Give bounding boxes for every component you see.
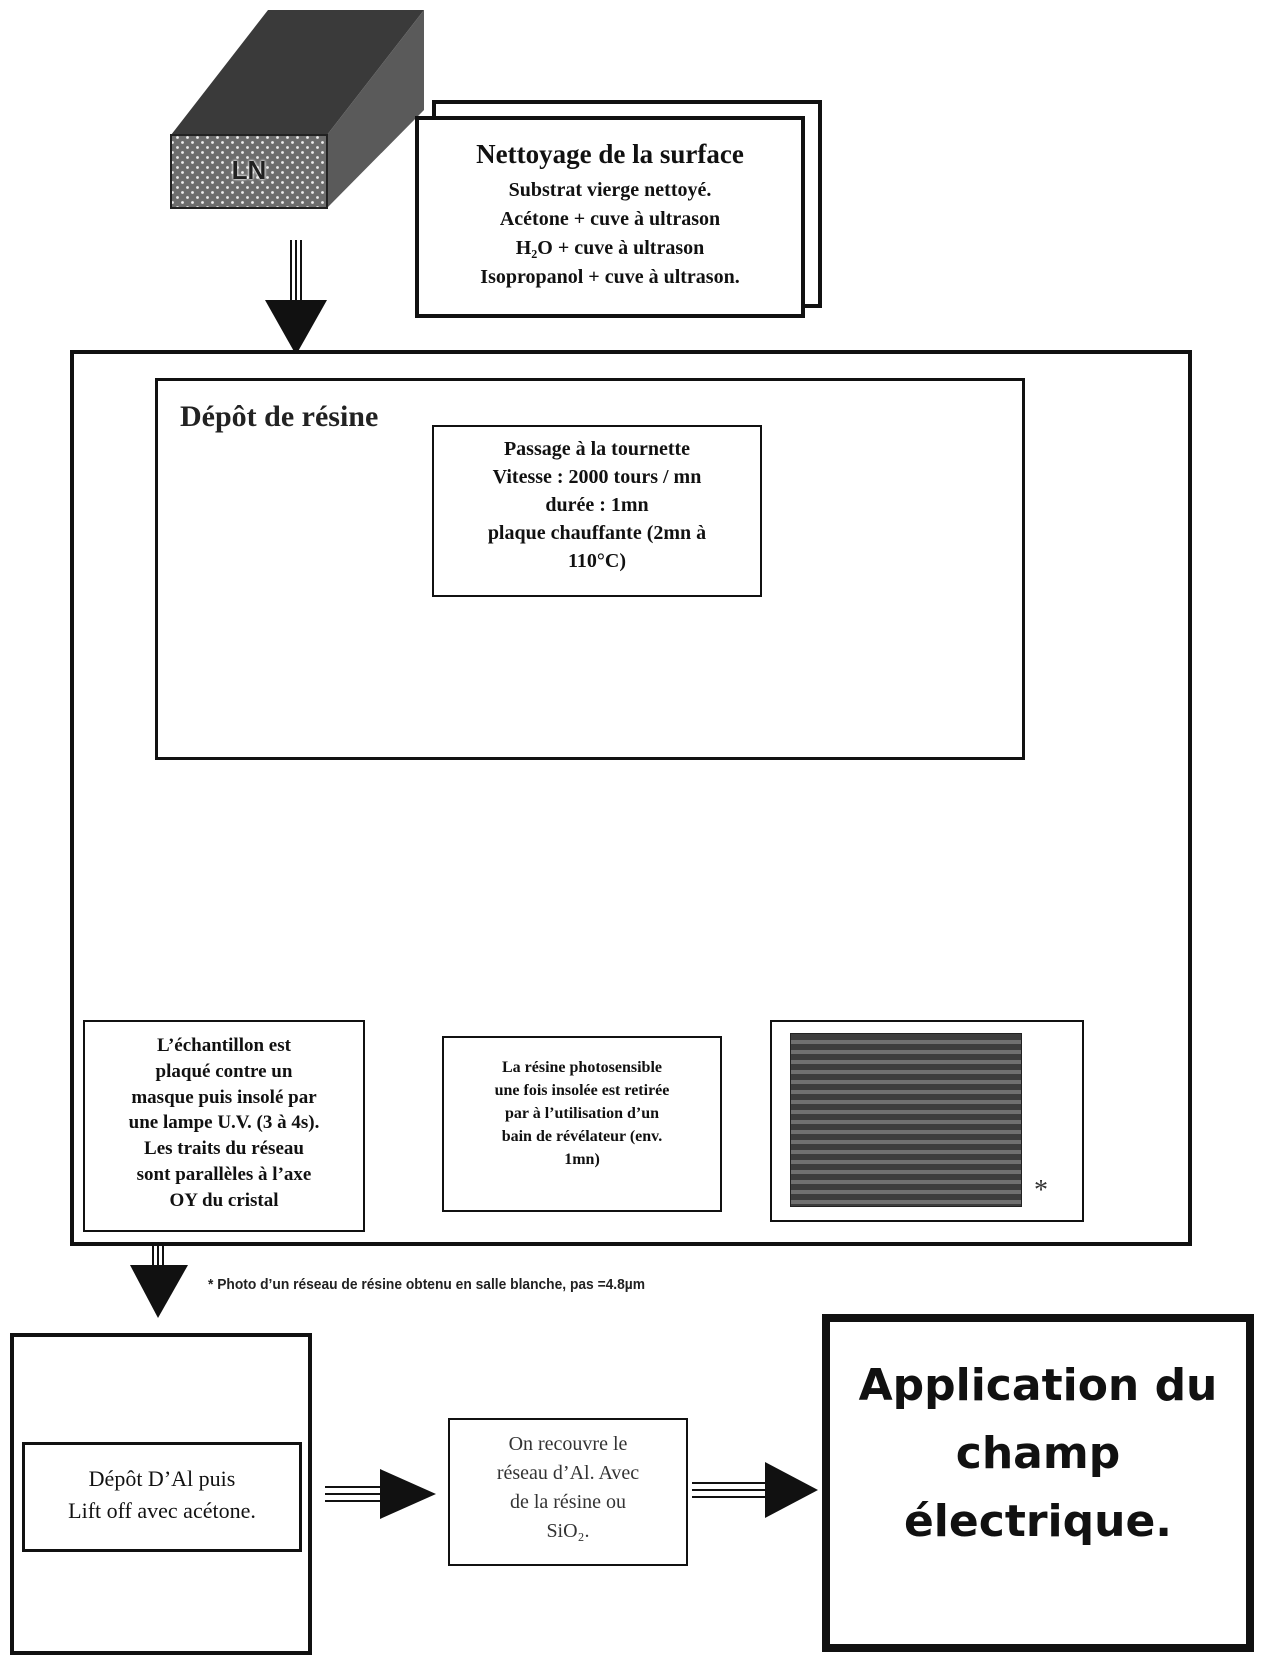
grating-photo [790,1033,1022,1207]
exposure-line-6: sont parallèles à l’axe [136,1163,312,1185]
develop-line-4: bain de révélateur (env. [501,1128,663,1145]
cover-line-4: SiO₂. [546,1520,590,1542]
exposure-line-3: masque puis insolé par [131,1086,317,1108]
cover-line-3: de la résine ou [509,1491,627,1513]
develop-line-5: 1mn) [564,1151,600,1168]
exposure-line-7: OY du cristal [169,1189,279,1211]
spin-line-5: 110°C) [568,550,626,572]
cleaning-title: Nettoyage de la surface [476,139,744,169]
cleaning-box: Nettoyage de la surface Substrat vierge … [415,116,805,318]
develop-line-1: La résine photosensible [501,1059,662,1076]
aluminium-line-1: Dépôt D’Al puis [88,1466,236,1491]
cleaning-line-2: Acétone + cuve à ultrason [499,207,721,230]
exposure-line-1: L’échantillon est [157,1035,291,1056]
spin-info-box: Passage à la tournette Vitesse : 2000 to… [432,425,762,597]
cover-line-1: On recouvre le [508,1433,628,1455]
final-box: Application du champ électrique. [822,1314,1254,1652]
final-line-3: électrique. [903,1496,1173,1548]
cleaning-line-4: Isopropanol + cuve à ultrason. [480,265,740,288]
arrow-right-bottom-1 [325,1469,436,1519]
exposure-box: L’échantillon est plaqué contre un masqu… [83,1020,365,1232]
photo-asterisk: * [1034,1175,1048,1206]
cleaning-line-1: Substrat vierge nettoyé. [508,178,712,201]
develop-line-3: par à l’utilisation d’un [505,1105,659,1122]
arrow-right-bottom-2 [692,1462,818,1518]
aluminium-text-box: Dépôt D’Al puis Lift off avec acétone. [22,1442,302,1552]
arrow-down-2 [130,1242,188,1318]
spin-line-3: durée : 1mn [545,494,649,516]
final-line-1: Application du [858,1360,1218,1411]
spin-line-2: Vitesse : 2000 tours / mn [492,466,702,488]
exposure-line-4: une lampe U.V. (3 à 4s). [128,1112,320,1134]
ln-label-1: LN [231,155,267,185]
resin-title: Dépôt de résine [180,400,379,433]
develop-line-2: une fois insolée est retirée [494,1082,670,1099]
arrow-down-1 [265,240,327,355]
final-line-2: champ [955,1428,1121,1480]
spin-line-1: Passage à la tournette [503,438,691,460]
cover-line-2: réseau d’Al. Avec [496,1462,640,1484]
develop-box: La résine photosensible une fois insolée… [442,1036,722,1212]
exposure-line-5: Les traits du réseau [144,1138,304,1159]
cleaning-line-3: H₂O + cuve à ultrason [515,236,705,259]
exposure-line-2: plaqué contre un [155,1060,293,1082]
aluminium-line-2: Lift off avec acétone. [68,1497,256,1523]
photo-caption: * Photo d’un réseau de résine obtenu en … [208,1276,646,1293]
cover-box: On recouvre le réseau d’Al. Avec de la r… [448,1418,688,1566]
substrate-block-1 [170,10,424,209]
spin-line-4: plaque chauffante (2mn à [487,522,707,544]
